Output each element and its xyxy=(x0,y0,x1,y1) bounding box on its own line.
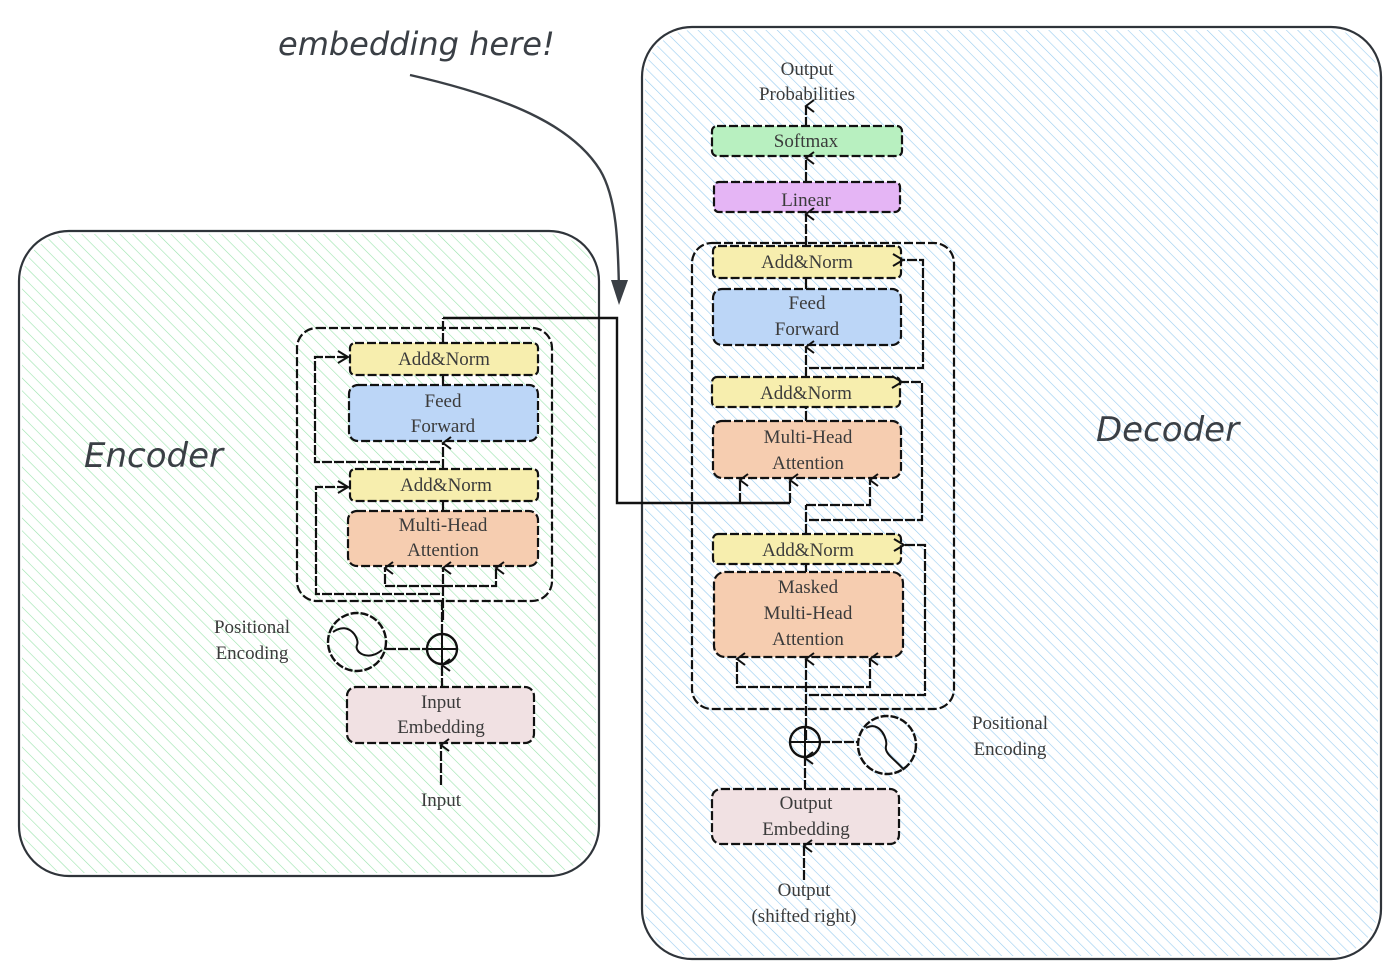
annotation-text: embedding here! xyxy=(278,25,555,63)
dec-positional-label-2: Encoding xyxy=(974,739,1047,760)
enc-add-norm-top-label: Add&Norm xyxy=(398,349,490,370)
enc-embedding-label-2: Embedding xyxy=(397,717,485,738)
dec-feed-forward-label-2: Forward xyxy=(775,319,840,340)
linear-label: Linear xyxy=(781,190,831,211)
enc-positional-label-2: Encoding xyxy=(216,643,289,664)
dec-input-label-1: Output xyxy=(778,880,832,901)
enc-feed-forward-label-2: Forward xyxy=(411,416,476,437)
enc-embedding-label-1: Input xyxy=(421,692,462,713)
output-probabilities-label-1: Output xyxy=(781,59,835,80)
dec-masked-attention-label-1: Masked xyxy=(778,577,839,598)
enc-attention-label-2: Attention xyxy=(407,540,479,561)
dec-add-norm-mid-label: Add&Norm xyxy=(760,383,852,404)
encoder-decoder-connection[interactable] xyxy=(443,316,790,505)
enc-feed-forward-label-1: Feed xyxy=(425,391,462,412)
linear-block xyxy=(712,180,902,214)
dec-masked-attention-label-3: Attention xyxy=(772,629,844,650)
dec-cross-attention-label-1: Multi-Head xyxy=(764,427,853,448)
enc-attention-label-1: Multi-Head xyxy=(399,515,488,536)
dec-embedding-label-1: Output xyxy=(780,793,834,814)
dec-input-label-2: (shifted right) xyxy=(751,906,856,927)
dec-masked-attention-label-2: Multi-Head xyxy=(764,603,853,624)
output-probabilities-label-2: Probabilities xyxy=(759,84,855,105)
decoder-stack: Add&Norm Feed Forward Add&Norm Multi-Hea… xyxy=(690,241,956,740)
dec-positional-label-1: Positional xyxy=(972,713,1048,734)
decoder-input-section: Positional Encoding Output Embedding Out… xyxy=(710,713,1048,927)
enc-positional-label-1: Positional xyxy=(214,617,290,638)
annotation-arrow xyxy=(409,73,628,305)
dec-embedding-label-2: Embedding xyxy=(762,819,850,840)
dec-masked-attention xyxy=(712,570,905,659)
dec-add-norm-bottom-label: Add&Norm xyxy=(762,540,854,561)
softmax-label: Softmax xyxy=(774,131,839,152)
encoder-title: Encoder xyxy=(84,436,225,476)
encoder-stack: Add&Norm Feed Forward Add&Norm Multi-Hea… xyxy=(295,318,554,620)
decoder-title: Decoder xyxy=(1096,410,1241,450)
dec-add-norm-top-label: Add&Norm xyxy=(761,252,853,273)
decoder-output-head: Output Probabilities Softmax Linear xyxy=(710,59,904,246)
enc-add-norm-bottom-label: Add&Norm xyxy=(400,475,492,496)
dec-feed-forward-label-1: Feed xyxy=(789,293,826,314)
encoder-input-section: Positional Encoding Input Embedding Inpu… xyxy=(214,601,536,811)
enc-sine-wave-icon xyxy=(326,611,388,673)
enc-input-label: Input xyxy=(421,790,462,811)
arrow-head-icon xyxy=(611,280,628,305)
dec-sine-wave-icon xyxy=(856,714,918,776)
dec-cross-attention-label-2: Attention xyxy=(772,453,844,474)
